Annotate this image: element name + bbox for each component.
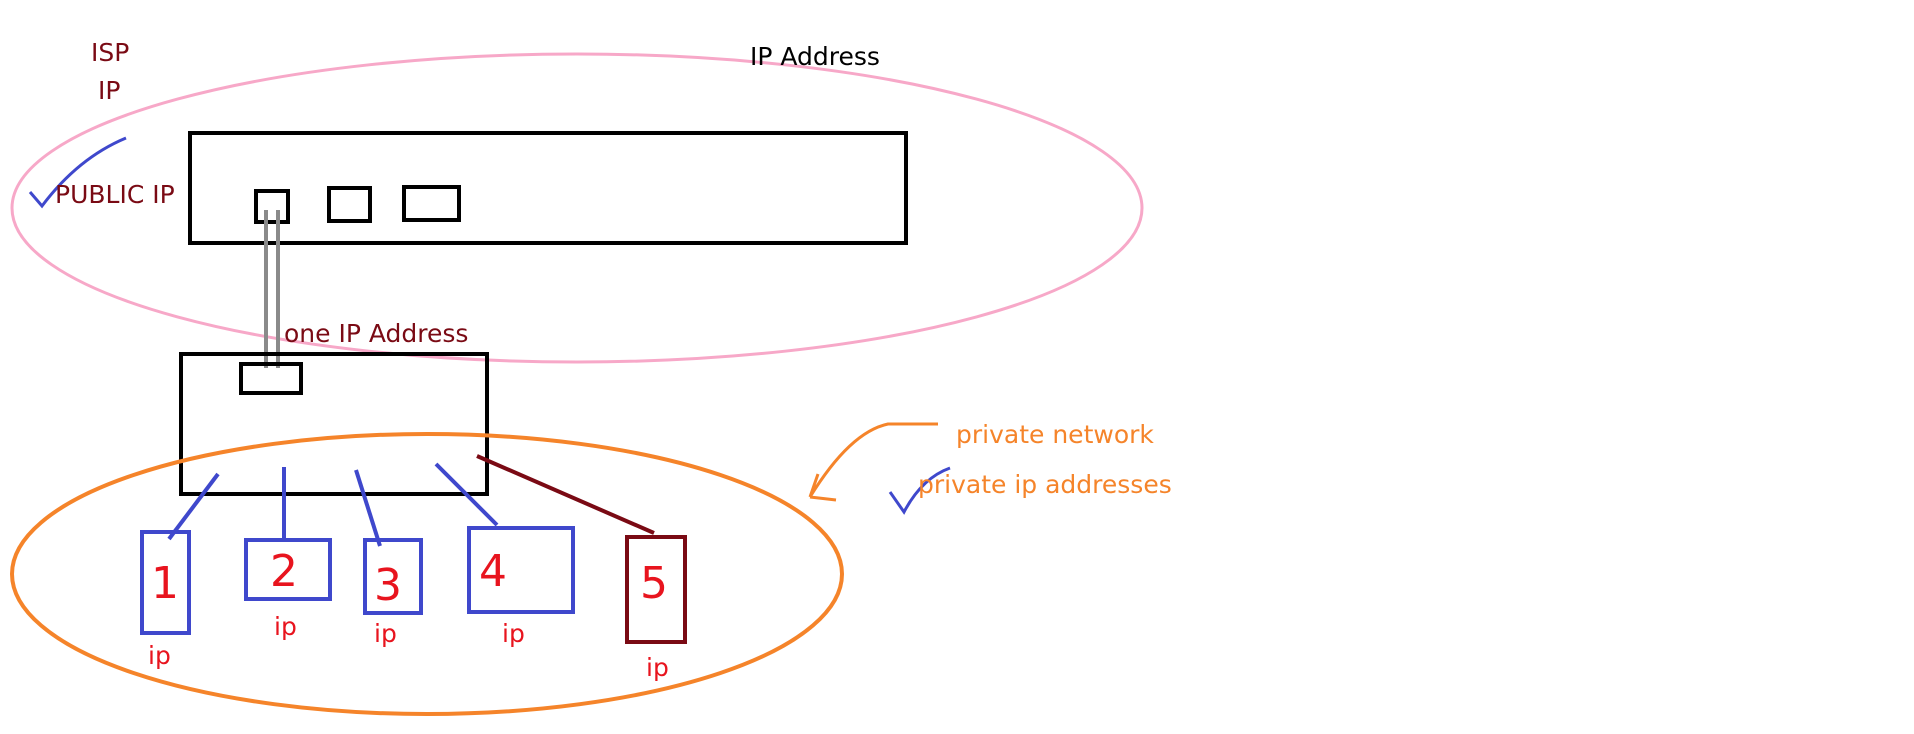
device-ip-label-5: ip bbox=[646, 653, 669, 682]
label-private-network: private network bbox=[956, 420, 1154, 449]
isp-port-2 bbox=[327, 186, 372, 223]
device-number-1: 1 bbox=[151, 558, 179, 609]
device-box-1 bbox=[140, 530, 191, 635]
label-isp: ISP bbox=[91, 38, 129, 67]
label-public-ip: PUBLIC IP bbox=[55, 180, 175, 209]
device-ip-label-2: ip bbox=[274, 612, 297, 641]
public-ip-check-icon bbox=[28, 136, 127, 209]
private-network-arrow-icon bbox=[808, 422, 938, 502]
link-device-3 bbox=[354, 469, 382, 547]
label-ip-address-top: IP Address bbox=[750, 42, 880, 71]
isp-network-ellipse bbox=[10, 52, 1144, 364]
label-one-ip-address: one IP Address bbox=[284, 319, 468, 348]
device-ip-label-3: ip bbox=[374, 619, 397, 648]
device-number-3: 3 bbox=[374, 560, 402, 611]
private-ip-check-icon bbox=[888, 466, 951, 515]
device-ip-label-1: ip bbox=[148, 641, 171, 670]
home-router-box bbox=[179, 352, 489, 496]
device-ip-label-4: ip bbox=[502, 619, 525, 648]
label-ip-top: IP bbox=[98, 76, 120, 105]
isp-port-1 bbox=[254, 189, 290, 224]
home-router-wan-port bbox=[239, 362, 303, 395]
device-box-5 bbox=[625, 535, 687, 644]
link-device-4 bbox=[434, 462, 499, 527]
link-device-5 bbox=[476, 454, 655, 535]
label-private-ip-addresses: private ip addresses bbox=[918, 470, 1172, 499]
private-network-ellipse bbox=[10, 432, 844, 716]
device-number-4: 4 bbox=[479, 546, 507, 597]
device-number-5: 5 bbox=[640, 558, 668, 609]
device-box-2 bbox=[244, 538, 332, 601]
link-device-1 bbox=[167, 472, 220, 541]
isp-port-3 bbox=[402, 185, 461, 222]
device-number-2: 2 bbox=[270, 546, 298, 597]
isp-router-box bbox=[188, 131, 908, 245]
device-box-3 bbox=[363, 538, 423, 615]
device-box-4 bbox=[467, 526, 575, 614]
